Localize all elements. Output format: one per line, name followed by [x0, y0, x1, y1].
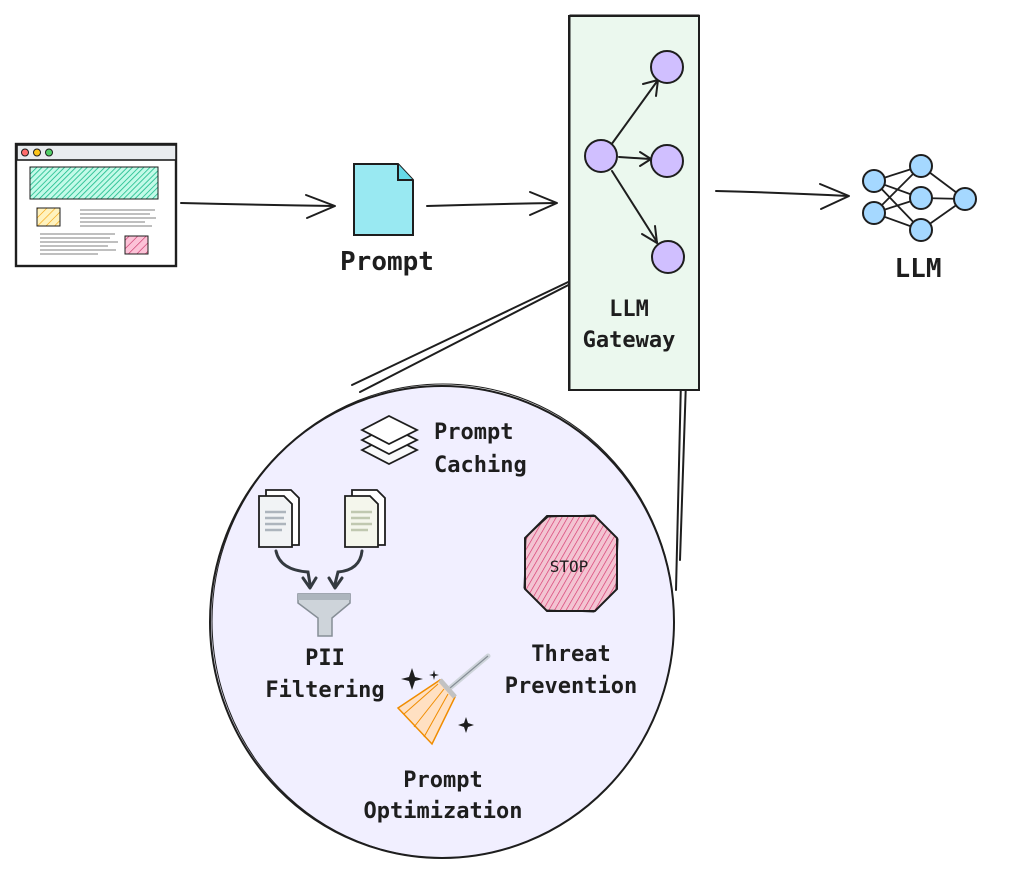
gateway-node-middle — [650, 144, 684, 178]
gateway-node-bottom — [651, 240, 685, 274]
sparkle-icon — [401, 668, 474, 733]
caching-label-line2: Caching — [434, 453, 527, 478]
pii-label-line2: Filtering — [265, 678, 384, 703]
optimization-label-line2: Optimization — [364, 799, 523, 824]
stop-sign-icon — [523, 514, 619, 613]
threat-label-line2: Prevention — [505, 674, 637, 699]
gateway-label-line2: Gateway — [583, 328, 676, 353]
arrow-gateway-to-llm — [715, 183, 850, 210]
features-circle — [209, 383, 675, 859]
neural-network-icon — [862, 154, 977, 242]
arrow-browser-to-prompt — [180, 194, 336, 219]
gateway-node-top — [650, 50, 684, 84]
prompt-label: Prompt — [340, 247, 434, 277]
filter-funnel-icon — [258, 489, 386, 637]
llm-label: LLM — [895, 254, 942, 284]
layers-icon — [360, 414, 420, 466]
pii-label-line1: PII — [305, 646, 345, 671]
arrow-prompt-to-gateway — [426, 191, 558, 216]
optimization-label-line1: Prompt — [403, 768, 482, 793]
browser-window-icon — [14, 142, 178, 268]
caching-label-line1: Prompt — [434, 420, 513, 445]
gateway-nodes — [584, 50, 685, 274]
document-icon — [353, 163, 414, 236]
gateway-node-source — [584, 139, 618, 173]
stop-sign-text: STOP — [550, 557, 589, 576]
broom-icon — [396, 653, 491, 746]
gateway-label-line1: LLM — [609, 297, 649, 322]
threat-label-line1: Threat — [531, 642, 610, 667]
